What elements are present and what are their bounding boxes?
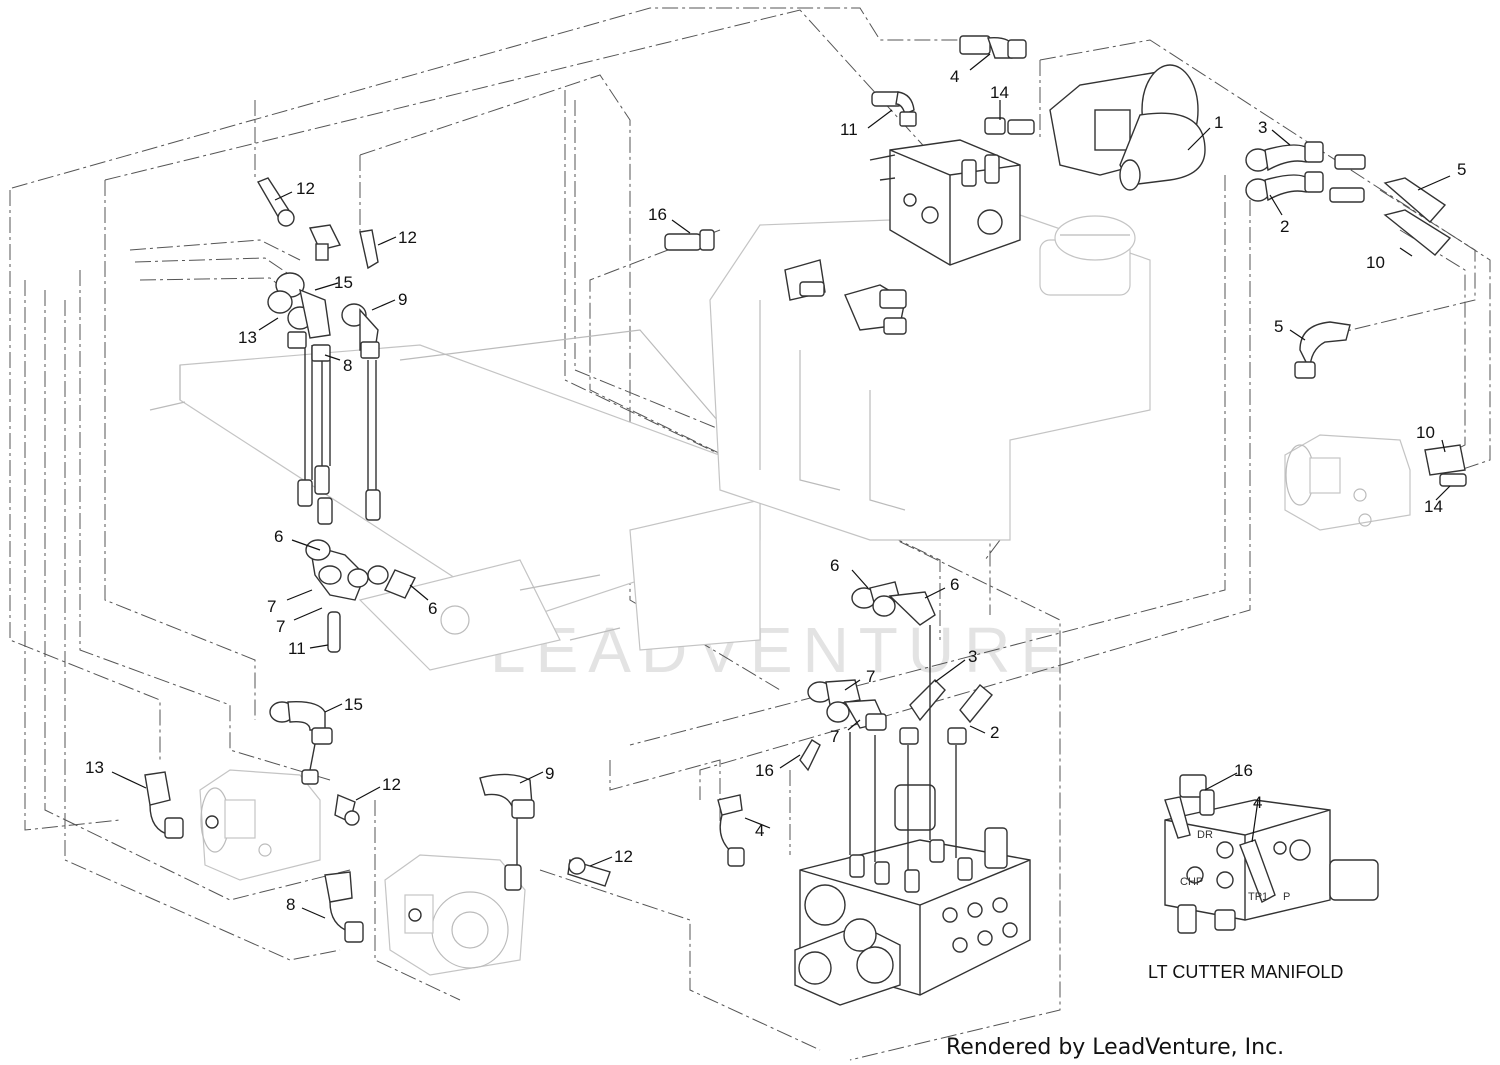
fittings-tank — [784, 259, 907, 335]
callout-4-inset: 4 — [1253, 793, 1262, 812]
callout-5-upper: 5 — [1457, 160, 1466, 179]
pump-left-lower — [144, 769, 321, 881]
callout-10-upper: 10 — [1366, 253, 1385, 272]
callout-14-right: 14 — [1424, 497, 1443, 516]
port-label-p: P — [1283, 891, 1290, 903]
pump-right — [1284, 434, 1411, 531]
pump-center-lower — [324, 773, 611, 976]
callout-numbers: 1 2 2 3 3 4 4 4 5 5 6 6 6 6 7 7 7 7 8 8 … — [85, 67, 1466, 914]
callout-15-upper: 15 — [334, 273, 353, 292]
callout-3-lower-manifold: 3 — [968, 647, 977, 666]
fittings-cluster-left — [297, 345, 416, 653]
callout-13-lower: 13 — [85, 758, 104, 777]
callout-12-c: 12 — [382, 775, 401, 794]
callout-6-center-a: 6 — [830, 556, 839, 575]
fittings-upper-right — [1245, 141, 1467, 487]
callout-12-b: 12 — [398, 228, 417, 247]
control-valve-top — [869, 139, 1021, 266]
footer-credit: Rendered by LeadVenture, Inc. — [946, 1035, 1284, 1060]
callout-6-left-upper: 6 — [274, 527, 283, 546]
callout-2-upper-right: 2 — [1280, 217, 1289, 236]
inset-lt-cutter-manifold: DR CHP TP1 P — [1164, 774, 1379, 934]
callout-16-lower: 16 — [755, 761, 774, 780]
callout-7-center-b: 7 — [830, 727, 839, 746]
callout-15-lower: 15 — [344, 695, 363, 714]
callout-3-upper-right: 3 — [1258, 118, 1267, 137]
callout-7-left-b: 7 — [276, 617, 285, 636]
fittings-upper-left — [256, 177, 380, 362]
callout-12-a: 12 — [296, 179, 315, 198]
callout-8-upper: 8 — [343, 356, 352, 375]
lower-manifold — [794, 625, 1031, 1006]
callout-9-lower: 9 — [545, 764, 554, 783]
hydraulic-tank — [709, 214, 1151, 541]
callout-7-center-a: 7 — [866, 667, 875, 686]
callout-8-lower: 8 — [286, 895, 295, 914]
callout-10-lower: 10 — [1416, 423, 1435, 442]
callout-16-top: 16 — [648, 205, 667, 224]
callout-4-top: 4 — [950, 67, 959, 86]
watermark: LEADVENTURE — [490, 614, 1073, 686]
callout-16-inset: 16 — [1234, 761, 1253, 780]
callout-leaders — [111, 53, 1451, 919]
callout-7-left-a: 7 — [267, 597, 276, 616]
inset-title: LT CUTTER MANIFOLD — [1148, 962, 1343, 982]
callout-13-upper: 13 — [238, 328, 257, 347]
port-label-dr: DR — [1197, 829, 1213, 841]
port-label-chp: CHP — [1180, 876, 1203, 888]
callout-4-lower: 4 — [755, 821, 764, 840]
callout-12-d: 12 — [614, 847, 633, 866]
callout-11-top: 11 — [840, 120, 858, 139]
callout-2-lower-manifold: 2 — [990, 723, 999, 742]
fittings-center-right — [717, 581, 993, 867]
machine-frame — [149, 329, 761, 671]
pump-top — [1049, 64, 1206, 191]
fittings-left-lower — [269, 701, 360, 826]
port-label-tp1: TP1 — [1248, 891, 1268, 903]
callout-1: 1 — [1214, 113, 1223, 132]
callout-11-left: 11 — [288, 639, 306, 658]
callout-9-upper: 9 — [398, 290, 407, 309]
fittings-top-center — [664, 35, 1035, 251]
callout-14-top: 14 — [990, 83, 1009, 102]
callout-6-left-lower: 6 — [428, 599, 437, 618]
callout-6-center-b: 6 — [950, 575, 959, 594]
callout-5-middle: 5 — [1274, 317, 1283, 336]
